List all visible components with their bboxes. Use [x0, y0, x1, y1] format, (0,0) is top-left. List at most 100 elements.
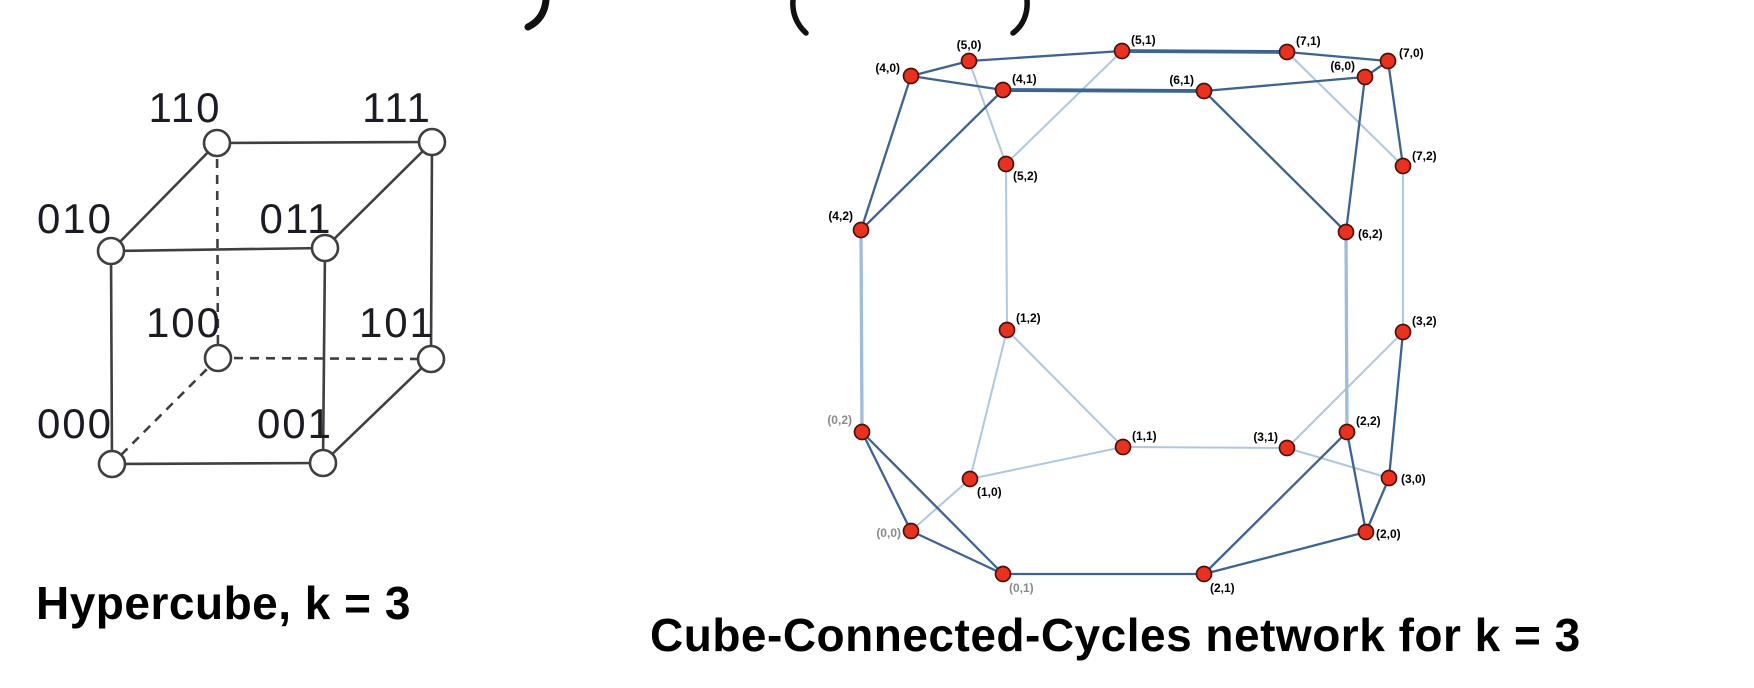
ccc-edge: [1120, 49, 1289, 54]
ccc-edge: [909, 529, 1005, 576]
ccc-edge: [1345, 430, 1368, 534]
ccc-edge: [909, 74, 1005, 92]
ccc-edge: [860, 430, 913, 533]
ccc-node-label: (7,0): [1399, 46, 1424, 60]
ccc-node-label: (7,2): [1412, 149, 1437, 163]
ccc-network-diagram: (4,0)(5,0)(5,1)(7,1)(7,0)(6,0)(4,1)(6,1)…: [827, 33, 1436, 595]
ccc-node: [1278, 439, 1296, 457]
hypercube-caption: Hypercube, k = 3: [36, 577, 411, 629]
hypercube-node-label: 000: [37, 400, 113, 447]
ccc-caption: Cube-Connected-Cycles network for k = 3: [650, 609, 1581, 661]
hypercube-edge: [322, 358, 432, 464]
hypercube-edge: [321, 247, 327, 464]
hypercube-node: [203, 343, 233, 373]
hypercube-edge: [111, 461, 324, 466]
cutoff-letter-tail: [524, 0, 550, 31]
hypercube-node-label: 011: [260, 195, 333, 242]
ccc-edge: [968, 60, 1007, 165]
ccc-node: [852, 221, 870, 239]
ccc-node: [998, 321, 1016, 339]
ccc-node-label: (0,2): [827, 413, 852, 427]
ccc-edge: [969, 446, 1124, 480]
ccc-node-label: (4,2): [828, 209, 853, 223]
ccc-edge: [859, 74, 913, 232]
hypercube-node-label: 010: [37, 195, 113, 242]
ccc-node: [1278, 43, 1296, 61]
hypercube-node-label: 100: [146, 299, 222, 346]
ccc-node-label: (1,2): [1016, 311, 1041, 325]
hypercube-node: [97, 449, 127, 479]
hypercube-node: [96, 236, 126, 266]
ccc-edge: [1001, 88, 1206, 93]
ccc-edge: [1005, 50, 1123, 165]
ccc-edge: [859, 228, 864, 434]
ccc-node: [1337, 223, 1355, 241]
hypercube-edge: [324, 141, 433, 249]
hypercube-node: [417, 127, 447, 157]
hypercube-node-label: 101: [359, 299, 435, 346]
ccc-node: [1394, 323, 1412, 341]
ccc-node: [997, 155, 1015, 173]
cutoff-close-paren: [1010, 0, 1030, 36]
ccc-node: [853, 423, 871, 441]
ccc-edge: [1344, 230, 1349, 434]
ccc-edge: [1286, 447, 1390, 479]
ccc-node-label: (1,0): [977, 485, 1002, 499]
hypercube-node-label: 111: [362, 84, 432, 131]
ccc-edge: [1286, 331, 1404, 449]
ccc-edge: [1202, 89, 1348, 234]
ccc-node: [1380, 469, 1398, 487]
ccc-edge: [859, 88, 1005, 232]
hypercube-node: [416, 344, 446, 374]
ccc-node: [902, 67, 920, 85]
hypercube-node-label: 110: [149, 84, 222, 131]
ccc-node-label: (5,2): [1013, 169, 1038, 183]
ccc-node-label: (5,0): [957, 38, 982, 52]
ccc-node-label: (6,0): [1330, 59, 1355, 73]
ccc-node: [960, 52, 978, 70]
hypercube-edge: [110, 246, 326, 253]
ccc-node-label: (2,0): [1376, 527, 1401, 541]
ccc-edge: [1202, 430, 1349, 576]
ccc-node: [994, 81, 1012, 99]
hypercube-node: [202, 128, 232, 158]
ccc-node: [1338, 423, 1356, 441]
ccc-node: [1379, 52, 1397, 70]
ccc-edge: [1285, 50, 1390, 63]
ccc-edge: [1122, 446, 1288, 449]
cutoff-title-fragments: [524, 0, 1030, 36]
ccc-edge: [1387, 330, 1405, 480]
ccc-node-label: (6,2): [1358, 227, 1383, 241]
hypercube-edge: [429, 141, 434, 360]
ccc-edge: [1386, 59, 1405, 168]
hypercube-node: [308, 448, 338, 478]
ccc-node: [1195, 565, 1213, 583]
ccc-node: [994, 565, 1012, 583]
ccc-edge: [1006, 329, 1124, 448]
hypercube-node: [310, 233, 340, 263]
ccc-node: [1113, 42, 1131, 60]
ccc-node-label: (3,1): [1253, 430, 1278, 444]
ccc-edge: [860, 430, 1005, 576]
ccc-edge: [910, 478, 971, 532]
ccc-node-label: (2,1): [1210, 581, 1235, 595]
ccc-node-label: (0,1): [1009, 581, 1034, 595]
ccc-edge: [1344, 75, 1367, 234]
ccc-node-label: (2,2): [1356, 414, 1381, 428]
ccc-edge: [967, 49, 1124, 63]
ccc-node-label: (3,2): [1412, 314, 1437, 328]
ccc-node: [1114, 438, 1132, 456]
ccc-node: [1356, 68, 1374, 86]
hypercube-edge: [110, 142, 218, 252]
ccc-node-label: (3,0): [1401, 472, 1426, 486]
hypercube-edge: [217, 356, 432, 361]
ccc-node-label: (7,1): [1296, 34, 1321, 48]
ccc-node: [1394, 157, 1412, 175]
hypercube-edge: [215, 142, 220, 359]
hypercube-edge: [216, 140, 433, 145]
ccc-edge: [1364, 476, 1391, 534]
ccc-edge: [969, 329, 1008, 480]
ccc-node: [902, 522, 920, 540]
